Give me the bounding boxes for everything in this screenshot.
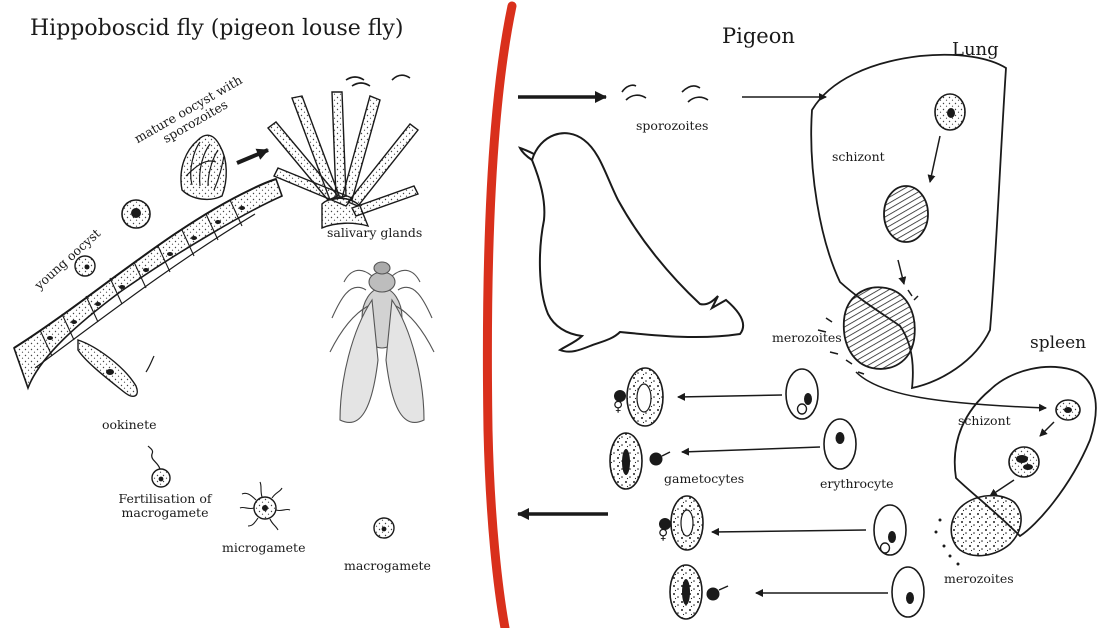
erythrocyte-2	[824, 419, 856, 469]
host-title: Pigeon	[722, 24, 795, 48]
lung-schizont-mid	[884, 186, 928, 242]
fly-illustration	[330, 262, 434, 423]
oocyst-cell	[122, 200, 150, 228]
erythrocyte-4	[892, 567, 924, 617]
fertilisation-cell	[148, 446, 170, 487]
released-sporozoites	[346, 75, 410, 86]
pigeon-outline	[532, 133, 743, 351]
salivary-glands-drawing	[268, 92, 418, 228]
erythrocyte-label: erythrocyte	[820, 477, 894, 491]
male-gametocyte-2	[670, 565, 728, 619]
microgamete-cell	[240, 482, 290, 530]
female-gametocyte-1	[614, 368, 663, 426]
spleen-schizont-early	[1056, 400, 1080, 420]
male-gametocyte-1	[610, 433, 670, 489]
erythrocyte-1	[786, 369, 818, 419]
vector-title: Hippoboscid fly (pigeon louse fly)	[30, 16, 403, 41]
spleen-schizont-label: schizont	[958, 414, 1011, 428]
erythrocyte-3	[874, 505, 906, 555]
lung-title: Lung	[952, 39, 999, 60]
divider-line	[487, 6, 512, 628]
mature-oocyst-cell	[181, 135, 226, 199]
sporozoite-shapes	[622, 85, 708, 102]
spleen-merozoites-label: merozoites	[944, 572, 1014, 586]
lung-merozoites-label: merozoites	[772, 331, 842, 345]
lung-schizont-label: schizont	[832, 150, 885, 164]
ookinete-cell	[78, 340, 154, 396]
macrogamete-cell	[374, 518, 394, 538]
lung-schizont-early	[935, 94, 965, 130]
spleen-schizont-mid	[1009, 447, 1039, 477]
ookinete-label: ookinete	[102, 418, 157, 432]
fertilisation-label-line1: Fertilisation of	[115, 492, 215, 506]
arrow-to-spleen	[856, 372, 1046, 408]
salivary-glands-label: salivary glands	[327, 226, 422, 240]
microgamete-label: microgamete	[222, 541, 305, 555]
spleen-schizont-mature	[935, 496, 1022, 566]
female-symbol-1: ♀	[613, 400, 623, 415]
fertilisation-label: Fertilisation of macrogamete	[115, 492, 215, 520]
gametocytes-label: gametocytes	[664, 472, 744, 486]
fertilisation-label-line2: macrogamete	[115, 506, 215, 520]
female-symbol-2: ♀	[658, 528, 668, 543]
spleen-title: spleen	[1030, 333, 1086, 353]
arrow-to-salivary-glands	[237, 150, 268, 163]
sporozoites-label: sporozoites	[636, 119, 708, 133]
macrogamete-label: macrogamete	[344, 559, 431, 573]
